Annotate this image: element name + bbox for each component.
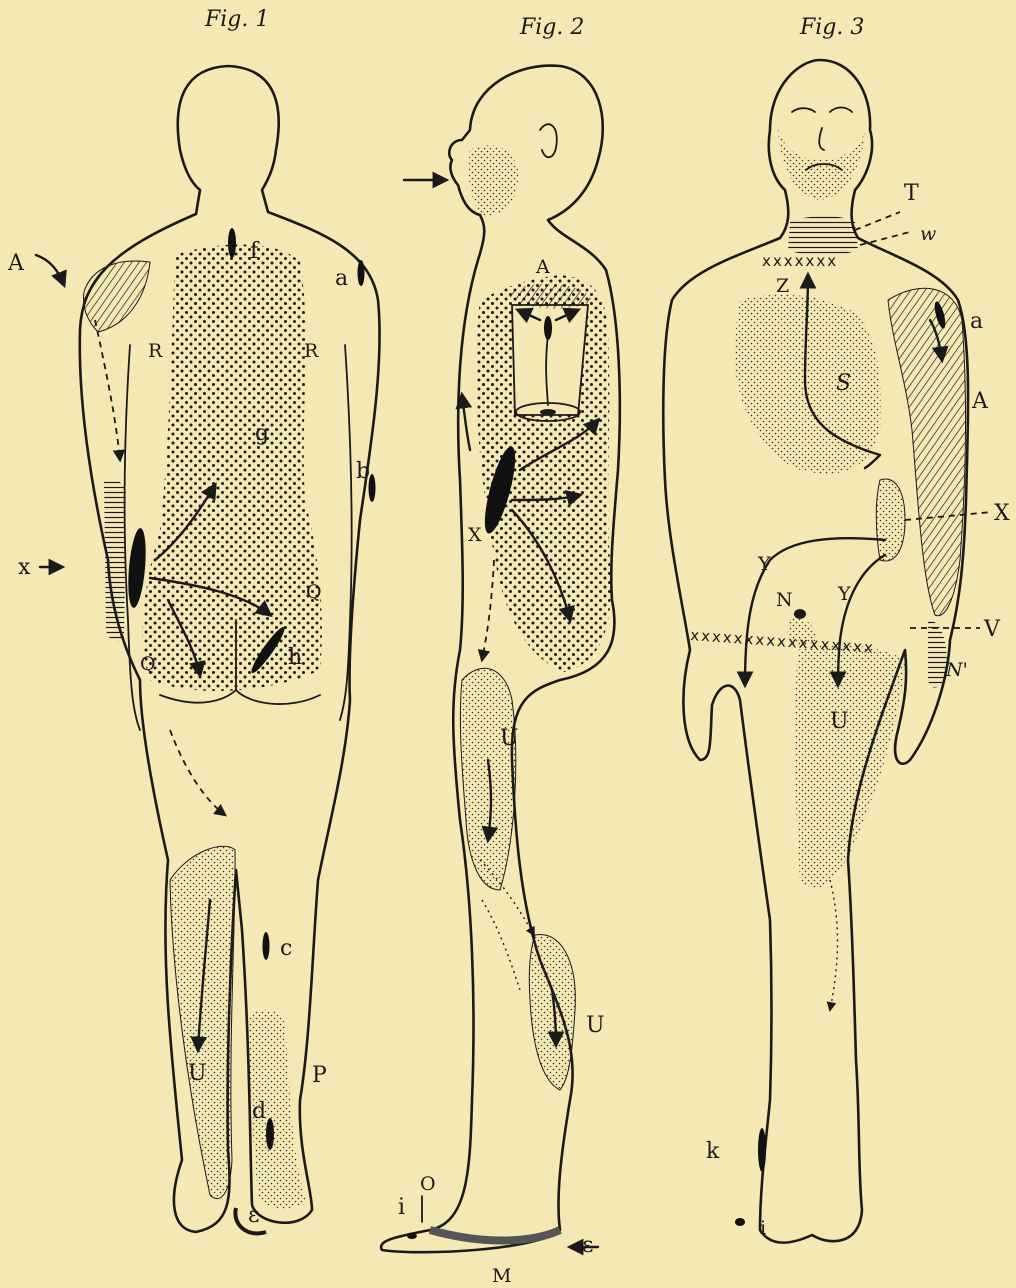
fig1-label-epsilon: ε [248, 1203, 259, 1228]
fig1-label-A: A [7, 251, 25, 276]
fig3-crosses-upper: xxxxxxx [762, 252, 838, 270]
fig3-crosses-lower: xxxxxxxxxxxxxxxxx [690, 626, 876, 657]
fig1-hatched-shoulder [84, 261, 150, 332]
fig2-label-M: M [492, 1265, 511, 1287]
fig2-label-U-thigh: U [500, 726, 519, 751]
fig2-label-X: X [468, 524, 482, 546]
fig3-label-w: w [920, 223, 936, 245]
fig3-label-N-prime: N' [945, 659, 968, 681]
fig3-label-A: A [971, 389, 989, 414]
fig3-label-T: T [904, 181, 919, 206]
fig1-label-Q-left: Q [140, 653, 156, 675]
fig3-label-Y-right: Y [837, 583, 851, 605]
fig1-wound-a [358, 260, 365, 286]
fig2-label-U-calf: U [586, 1013, 605, 1038]
fig1-wound-c [263, 932, 270, 960]
figure-3: Fig. 3 xxxxxxx xxxxxxxxxxxxxxxxx [663, 15, 1010, 1243]
fig1-label-d: d [252, 1099, 266, 1124]
fig3-title: Fig. 3 [799, 15, 864, 40]
fig1-wound-d [266, 1118, 274, 1150]
fig2-title: Fig. 2 [519, 15, 584, 40]
fig2-label-O: O [420, 1173, 436, 1195]
fig1-stippled-back [143, 245, 322, 691]
fig2-shaded-thigh [460, 668, 515, 890]
fig1-wound-x [126, 527, 149, 608]
fig1-label-U: U [188, 1061, 207, 1086]
fig3-label-a: a [970, 309, 983, 334]
fig3-label-U: U [830, 709, 849, 734]
fig1-label-P: P [312, 1063, 327, 1088]
figure-2: Fig. 2 [381, 15, 620, 1287]
fig3-label-Y-left: Y [757, 553, 771, 575]
figure-1: Fig. 1 A f [7, 7, 380, 1233]
fig1-title: Fig. 1 [204, 7, 269, 32]
fig1-label-x: x [18, 555, 31, 580]
fig1-label-b: b [356, 459, 370, 484]
fig1-wound-f [228, 228, 236, 258]
fig3-label-S: S [836, 371, 851, 396]
fig3-label-N: N [776, 589, 793, 611]
fig2-label-epsilon: ε [582, 1233, 593, 1258]
fig2-label-i: i [398, 1195, 405, 1220]
fig3-label-X: X [994, 501, 1010, 526]
fig1-label-R-left: R [148, 340, 163, 362]
fig1-label-h: h [288, 645, 302, 670]
fig3-hatched-arm [888, 288, 966, 615]
fig3-label-k: k [706, 1139, 720, 1164]
fig3-label-Z: Z [776, 275, 789, 297]
fig1-label-Q-right: Q [306, 581, 322, 603]
fig1-label-a: a [335, 266, 348, 291]
fig2-label-A: A [535, 256, 550, 278]
fig1-label-c: c [280, 936, 292, 961]
fig1-label-R-right: R [304, 340, 319, 362]
fig3-label-V: V [983, 617, 1001, 642]
fig3-label-i: i [760, 1217, 766, 1239]
fig1-label-g: g [255, 421, 269, 446]
